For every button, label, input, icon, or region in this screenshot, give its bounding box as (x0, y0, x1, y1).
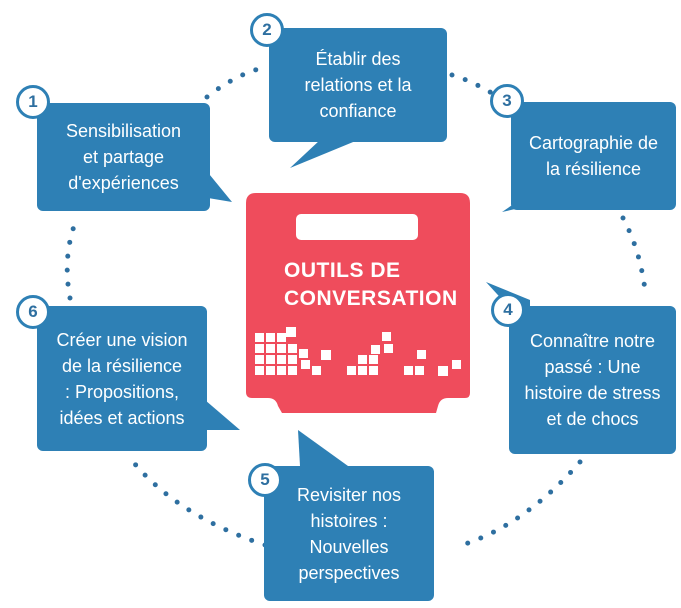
bubble-5-tail (298, 430, 348, 466)
center-handle-slot (296, 214, 418, 240)
center-conversation-tools (246, 193, 470, 413)
pixel-blocks (255, 327, 461, 376)
connector-6-1 (64, 215, 80, 301)
step-2-number: 2 (250, 13, 284, 47)
bubble-6-tail (205, 400, 240, 430)
step-4-number: 4 (491, 293, 525, 327)
step-1-bubble: Sensibilisation et partage d'expériences (37, 103, 210, 211)
step-1-number: 1 (16, 85, 50, 119)
center-title: OUTILS DE CONVERSATION (284, 257, 458, 313)
step-6-bubble: Créer une vision de la résilience : Prop… (37, 306, 207, 451)
step-3-bubble: Cartographie de la résilience (511, 102, 676, 210)
step-5-bubble: Revisiter nos histoires : Nouvelles pers… (264, 466, 434, 601)
center-title-line2: CONVERSATION (284, 287, 458, 310)
step-4-bubble: Connaître notre passé : Une histoire de … (509, 306, 676, 454)
connector-1-2 (204, 65, 265, 100)
step-6-number: 6 (16, 295, 50, 329)
connector-5-6 (127, 455, 268, 548)
center-title-line1: OUTILS DE (284, 259, 401, 282)
connector-3-4 (620, 215, 648, 293)
step-3-number: 3 (490, 84, 524, 118)
step-5-number: 5 (248, 463, 282, 497)
dotted-connectors (64, 65, 648, 548)
connector-4-5 (459, 459, 583, 548)
step-2-bubble: Établir des relations et la confiance (269, 28, 447, 142)
bubble-2-tail (290, 140, 358, 168)
